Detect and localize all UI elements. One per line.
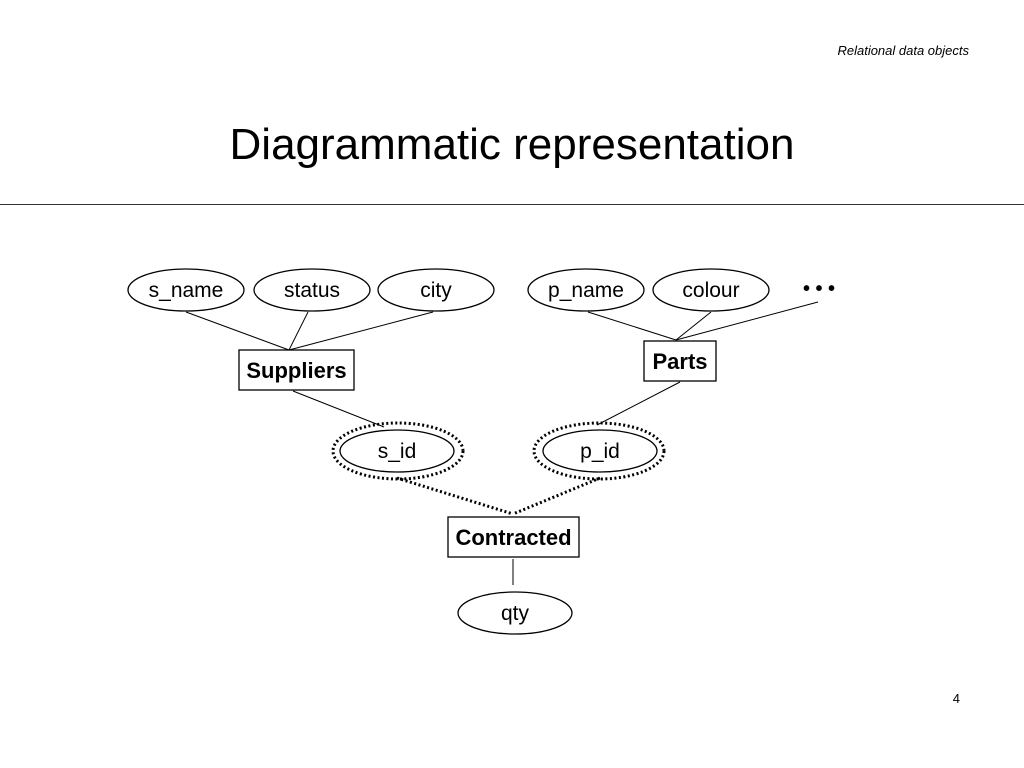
key-link-s-id-contracted <box>396 476 514 516</box>
svg-text:Suppliers: Suppliers <box>246 358 346 383</box>
key-link-p-id-contracted <box>512 476 601 516</box>
connector-more-parts <box>675 301 819 341</box>
svg-text:city: city <box>420 279 452 302</box>
key-links <box>331 421 666 516</box>
entity-contracted: Contracted <box>447 516 580 558</box>
attribute-s-id: s_id <box>339 429 455 473</box>
svg-text:s_id: s_id <box>378 440 417 463</box>
svg-text:p_name: p_name <box>548 279 624 302</box>
p-id-key-outline <box>532 421 666 481</box>
connector-parts-p-id <box>596 381 681 426</box>
more-attributes-ellipsis: • • • <box>803 278 835 300</box>
svg-text:status: status <box>284 279 340 302</box>
title-divider <box>0 204 1024 205</box>
svg-text:Contracted: Contracted <box>455 525 571 550</box>
attribute-colour: colour <box>652 268 770 312</box>
s-id-key-outline <box>331 421 465 481</box>
svg-text:Parts: Parts <box>652 349 707 374</box>
section-label: Relational data objects <box>837 43 969 58</box>
attribute-qty: qty <box>457 591 573 635</box>
connector-s-name-suppliers <box>185 311 290 351</box>
attribute-city: city <box>377 268 495 312</box>
entity-suppliers: Suppliers <box>238 349 355 391</box>
svg-text:colour: colour <box>682 279 739 302</box>
attribute-p-name: p_name <box>527 268 645 312</box>
connector-status-suppliers <box>288 311 309 351</box>
svg-text:qty: qty <box>501 602 530 625</box>
connector-city-suppliers <box>288 311 434 351</box>
connector-suppliers-s-id <box>292 390 385 428</box>
attribute-p-id: p_id <box>542 429 658 473</box>
connector-colour-parts <box>675 311 712 341</box>
connector-lines <box>185 301 819 585</box>
attribute-s-name: s_name <box>127 268 245 312</box>
page-number: 4 <box>952 691 960 706</box>
attribute-status: status <box>253 268 371 312</box>
svg-text:p_id: p_id <box>580 440 620 463</box>
connector-p-name-parts <box>587 311 677 341</box>
svg-text:s_name: s_name <box>149 279 224 302</box>
slide-title: Diagrammatic representation <box>229 120 795 169</box>
entity-parts: Parts <box>643 340 717 382</box>
